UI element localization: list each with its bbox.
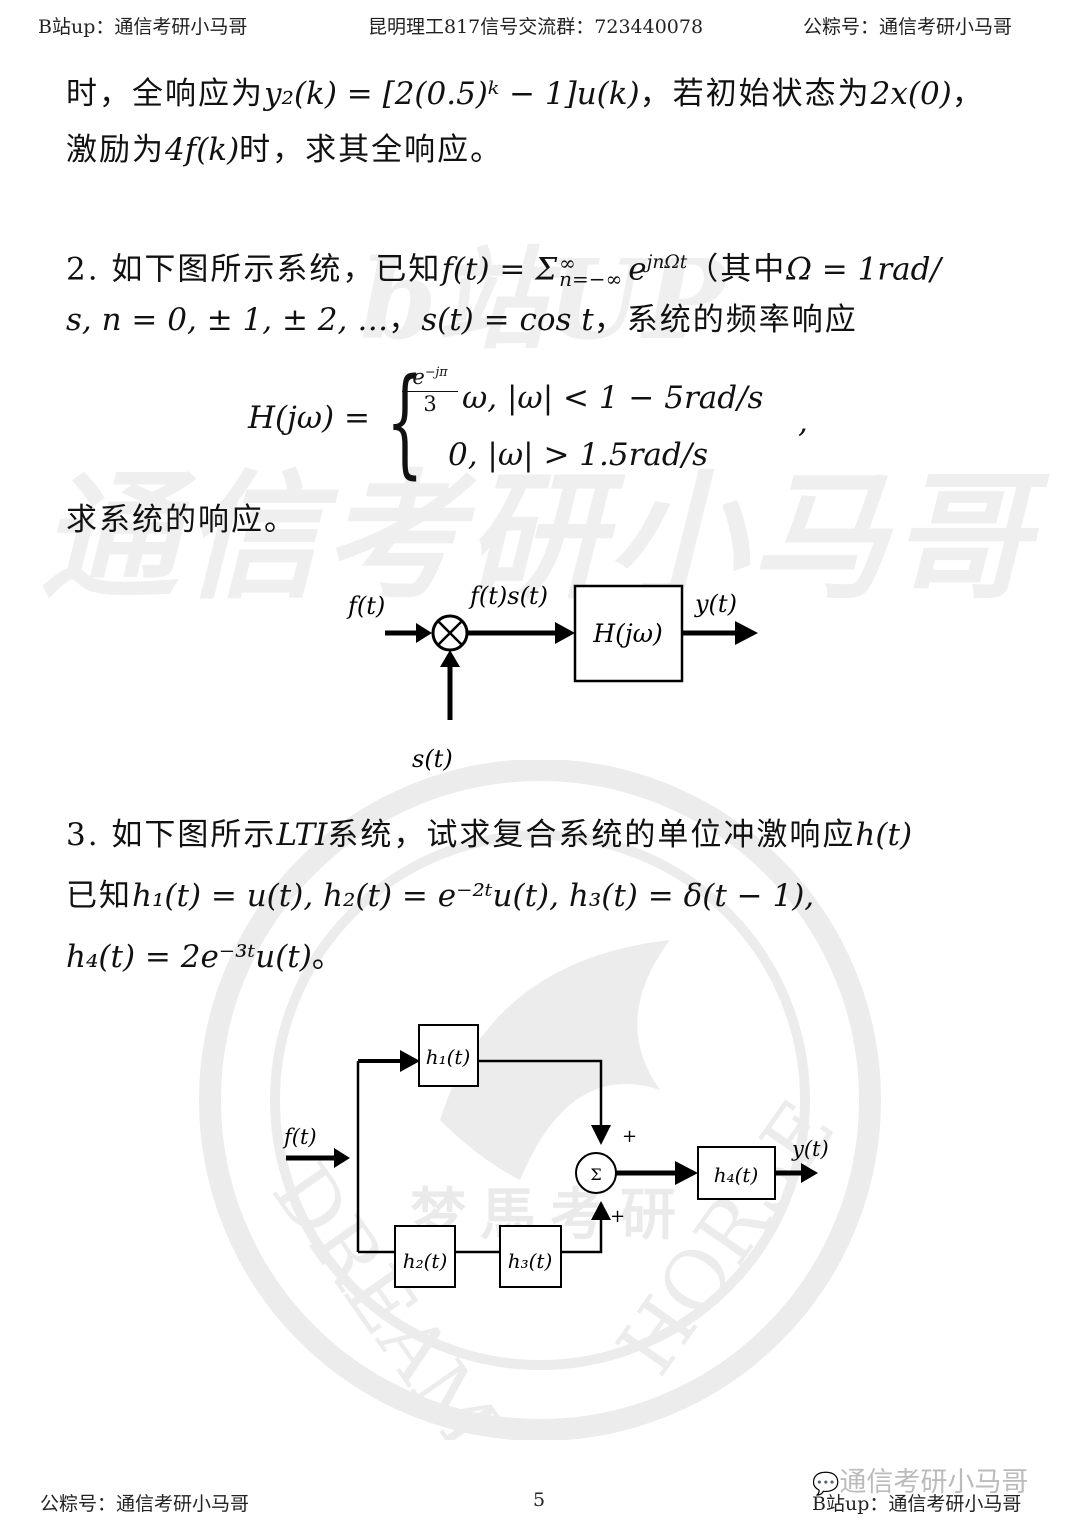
diagram-composite-lti-system: f(t) h₁(t) + Σ + h₂(t) h₃(t) h₄(t) y(t) — [282, 1024, 829, 1288]
wechat-icon: 💬 — [812, 1472, 840, 1497]
header-center: 昆明理工817信号交流群：723440078 — [368, 16, 704, 38]
h-jw-lhs: H(jω) = — [248, 400, 370, 436]
problem1-line1: 时，全响应为y₂(k) = [2(0.5)ᵏ − 1]u(k)，若初始状态为2x… — [66, 76, 985, 112]
footer-right: B站up：通信考研小马哥 — [812, 1493, 1022, 1515]
plus-top: + — [622, 1126, 637, 1147]
footer-left: 公粽号：通信考研小马哥 — [40, 1493, 250, 1515]
block-h3 — [499, 1225, 562, 1288]
problem1-line2: 激励为4f(k)时，求其全响应。 — [66, 132, 504, 168]
math-y2: y₂(k) = [2(0.5)ᵏ − 1]u(k) — [264, 76, 640, 112]
case1-fraction: e−jπ 3 — [402, 364, 458, 416]
problem2-line2: s, n = 0, ± 1, ± 2, …，s(t) = cos t，系统的频率… — [66, 302, 858, 338]
case1-condition: ω, |ω| < 1 − 5rad/s — [462, 380, 764, 416]
header-right: 公粽号：通信考研小马哥 — [803, 16, 1013, 38]
label-y-t: y(t) — [694, 590, 737, 618]
svg-text:h₃(t): h₃(t) — [508, 1249, 553, 1273]
problem3-line3: h₄(t) = 2e⁻³ᵗu(t)。 — [66, 939, 345, 975]
case2-condition: 0, |ω| > 1.5rad/s — [448, 437, 709, 473]
label-y-t-2: y(t) — [791, 1137, 829, 1161]
plus-bottom: + — [610, 1206, 625, 1227]
svg-text:h₁(t): h₁(t) — [426, 1045, 471, 1069]
page-number: 5 — [533, 1489, 546, 1511]
svg-text:h₂(t): h₂(t) — [403, 1249, 448, 1273]
problem3-line2: 已知h₁(t) = u(t), h₂(t) = e⁻²ᵗu(t), h₃(t) … — [66, 878, 815, 914]
block-h2 — [394, 1225, 456, 1288]
wechat-watermark: 💬通信考研小马哥 — [812, 1467, 1029, 1498]
svg-text:h₄(t): h₄(t) — [714, 1163, 759, 1187]
problem2-ask: 求系统的响应。 — [66, 502, 297, 538]
diagram-modulation-system: f(t) f(t)s(t) H(jω) y(t) s(t) — [346, 582, 758, 773]
label-s-t: s(t) — [412, 745, 453, 773]
label-fs-t: f(t)s(t) — [468, 582, 548, 610]
watermark-seal: DREAM HORSE — [199, 760, 881, 1440]
watermark-bili-up: b站UP — [360, 235, 726, 364]
label-f-t-2: f(t) — [282, 1125, 317, 1149]
brace-icon: { — [386, 352, 424, 490]
svg-text:Σ: Σ — [590, 1165, 601, 1184]
problem3-line1: 3. 如下图所示LTI系统，试求复合系统的单位冲激响应h(t) — [66, 817, 913, 853]
header-left: B站up：通信考研小马哥 — [38, 16, 248, 38]
block-h1 — [418, 1024, 479, 1087]
svg-text:H(jω): H(jω) — [592, 619, 662, 648]
label-f-t: f(t) — [346, 592, 385, 620]
problem2-line1: 2. 如下图所示系统，已知f(t) = Σ∞n=−∞ejnΩt（其中Ω = 1r… — [66, 250, 941, 291]
trailing-comma: , — [798, 404, 808, 440]
